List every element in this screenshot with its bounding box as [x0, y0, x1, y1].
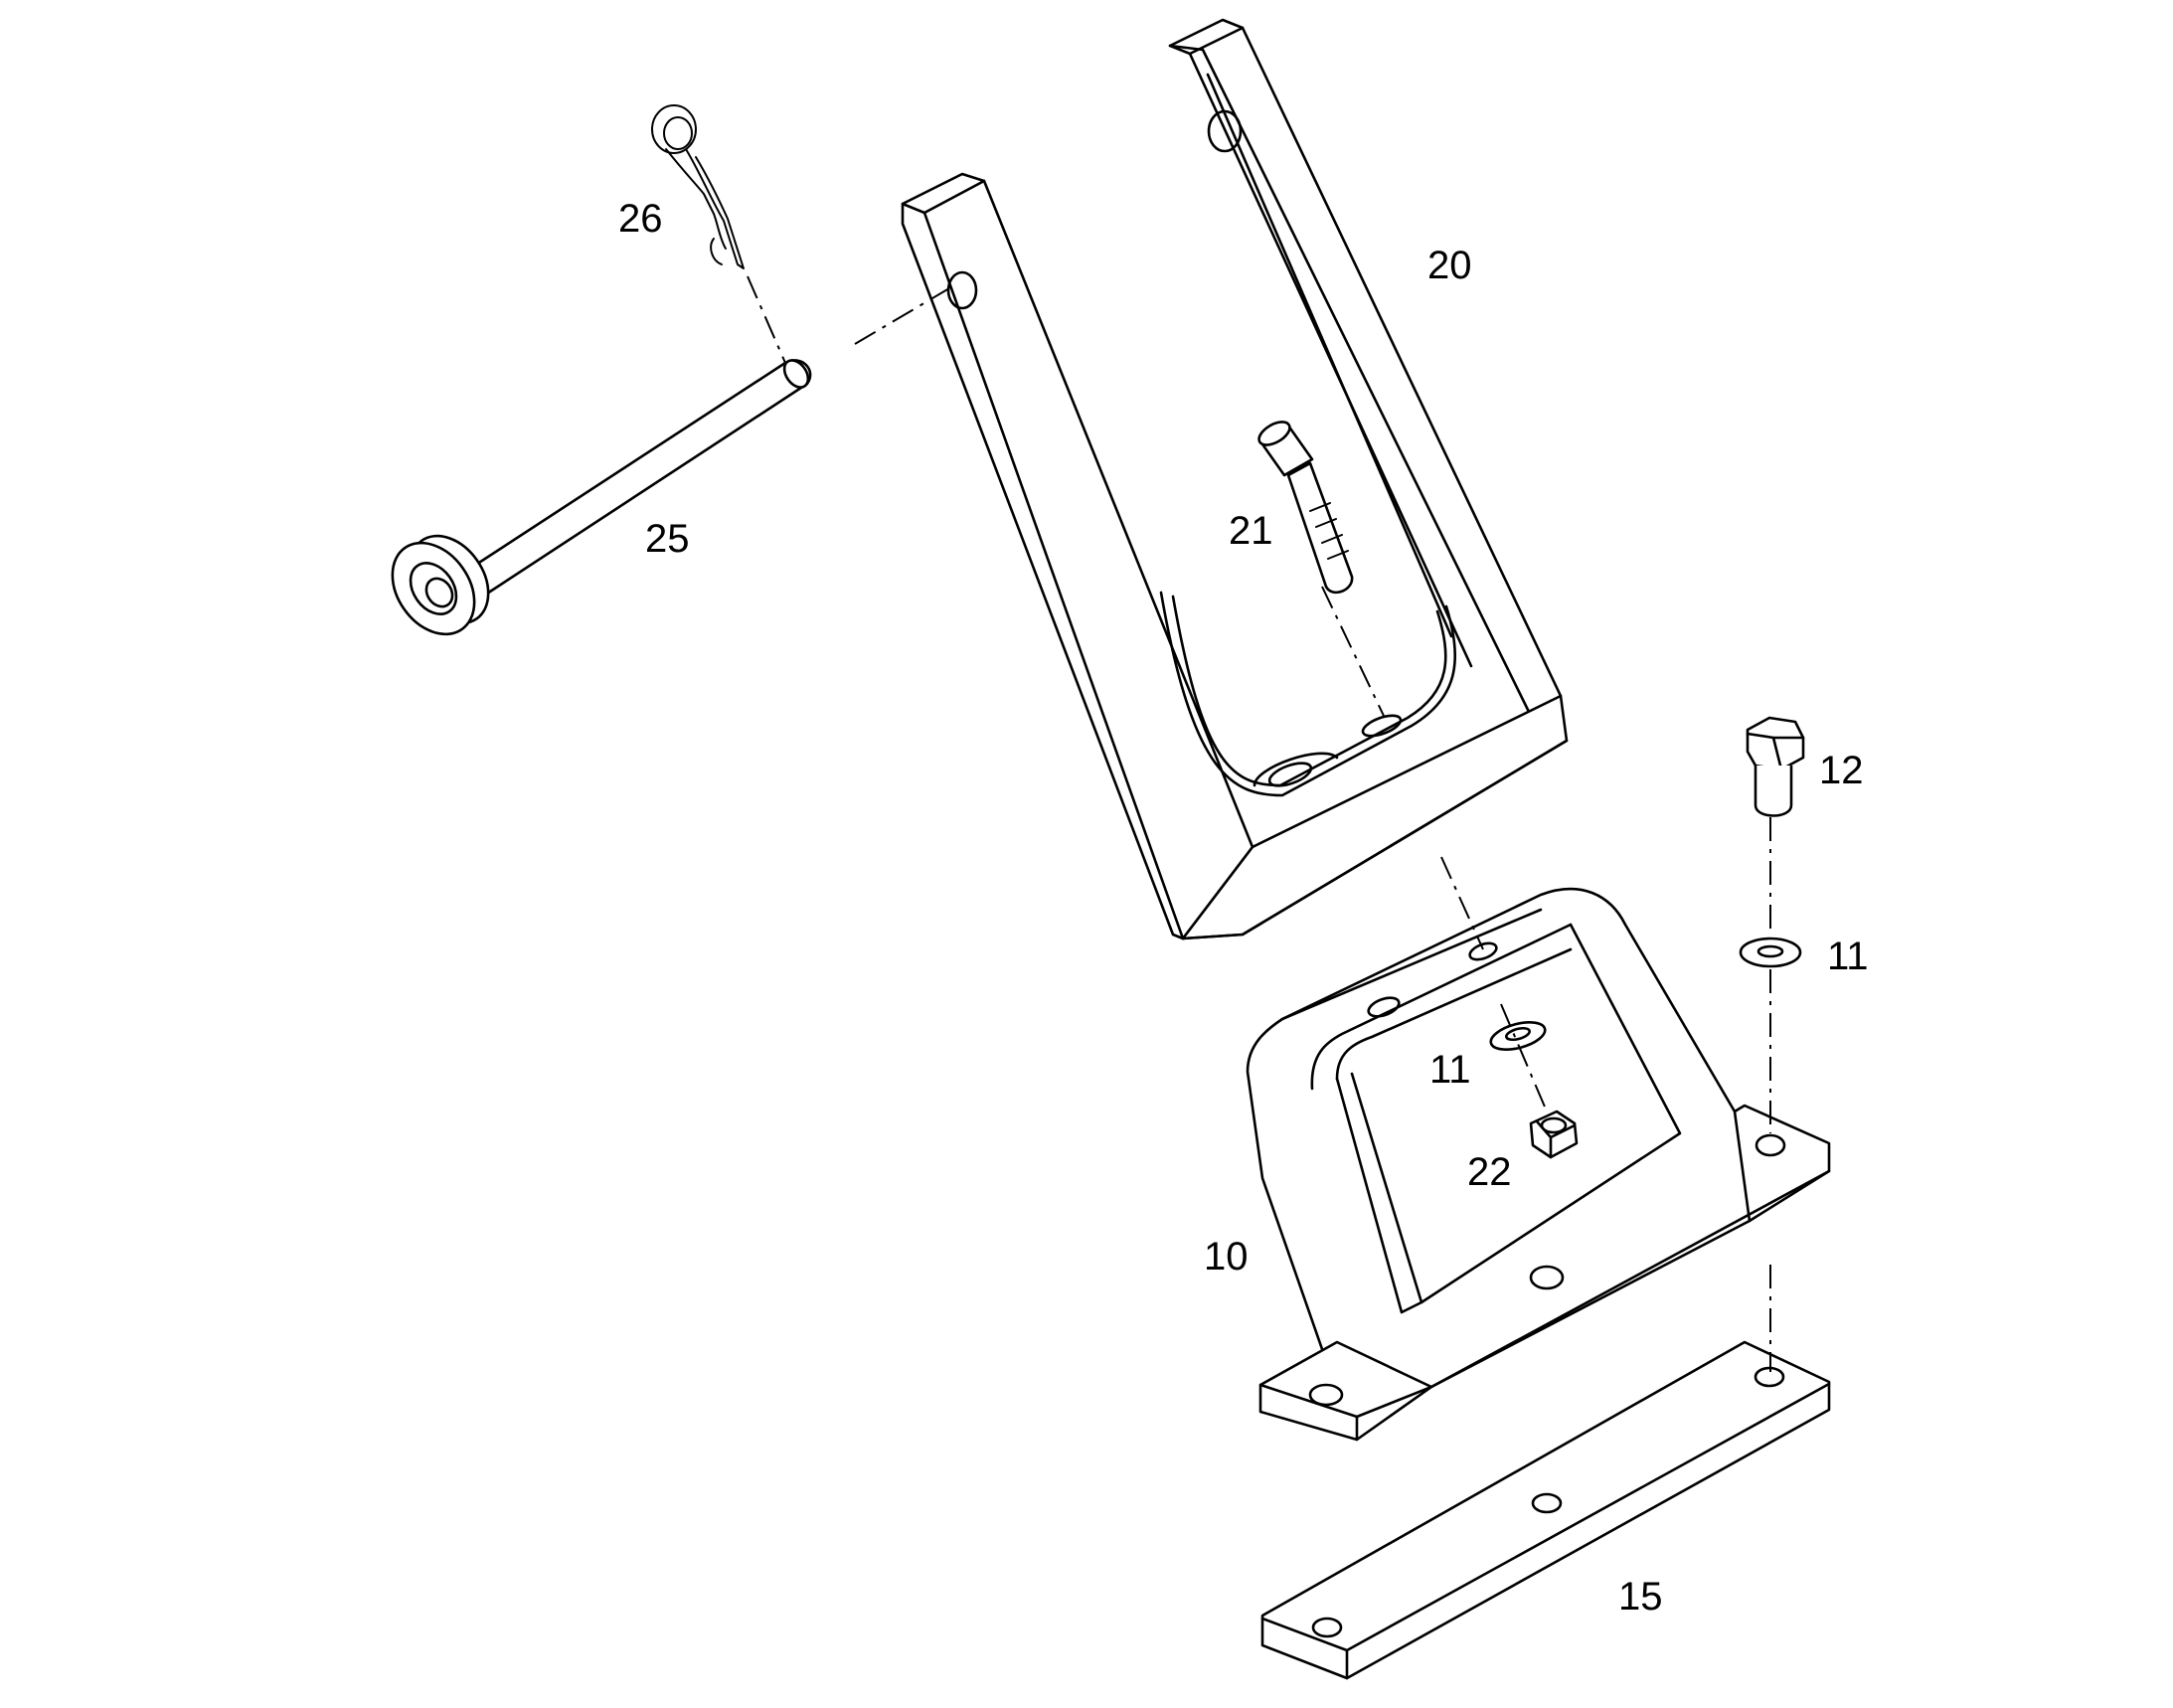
part-11-washer-right: [1739, 937, 1802, 968]
part-11-washer-inner: [1489, 1021, 1547, 1051]
callout-20: 20: [1427, 244, 1472, 287]
part-10-mounting-bracket: [1246, 887, 1831, 1442]
part-25-clevis-pin: [391, 359, 812, 636]
callout-26: 26: [618, 197, 663, 241]
callout-11-right: 11: [1827, 935, 1869, 978]
part-20-rail-bracket: [901, 18, 1569, 940]
assembly-center-lines: [747, 275, 1771, 1372]
callout-15: 15: [1618, 1575, 1663, 1619]
part-15-backing-plate: [1260, 1340, 1831, 1680]
callout-11-inner: 11: [1429, 1048, 1471, 1092]
callout-21: 21: [1229, 509, 1273, 553]
callout-12: 12: [1819, 749, 1864, 792]
part-21-cap-screw: [1257, 421, 1354, 595]
callout-10: 10: [1204, 1235, 1249, 1279]
part-22-lock-nut: [1529, 1110, 1579, 1159]
callout-25: 25: [645, 517, 690, 561]
part-26-r-clip: [651, 104, 745, 269]
callout-22: 22: [1467, 1150, 1512, 1194]
part-12-hex-bolt: [1746, 716, 1805, 817]
